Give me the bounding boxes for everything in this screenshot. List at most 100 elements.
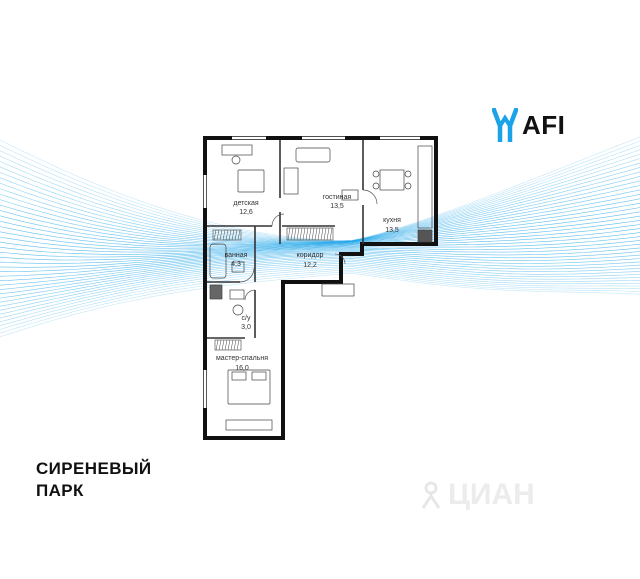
hatch-line <box>213 229 217 241</box>
watermark-text: ЦИАН <box>448 478 535 511</box>
room-name-master: мастер-спальня <box>216 355 268 362</box>
wave-line <box>0 271 640 334</box>
wave-line <box>0 257 640 303</box>
wave-line <box>0 149 640 242</box>
pillow <box>251 371 267 381</box>
wardrobe-hatching <box>213 227 333 351</box>
hatch-line <box>237 229 241 241</box>
fridge <box>417 229 433 243</box>
room-area-su: 3,0 <box>241 324 251 331</box>
wave-line <box>0 267 640 326</box>
wave-line <box>0 207 640 248</box>
hatch-line <box>308 227 312 241</box>
hatch-line <box>222 229 226 241</box>
hatch-line <box>293 227 297 241</box>
hatch-line <box>227 339 231 351</box>
armchair <box>283 167 299 195</box>
hatch-line <box>314 227 318 241</box>
hatch-line <box>231 229 235 241</box>
project-title: СИРЕНЕВЫЙ ПАРК <box>36 458 152 502</box>
hatch-line <box>219 229 223 241</box>
bed-master <box>227 369 271 405</box>
bed-kids <box>237 169 265 193</box>
hatch-line <box>329 227 333 241</box>
room-name-koridor: коридор <box>297 252 324 259</box>
wave-line <box>0 136 640 241</box>
hatch-line <box>233 339 237 351</box>
wave-line <box>0 243 640 272</box>
wave-line <box>0 162 640 242</box>
hatch-line <box>236 339 240 351</box>
hatch-line <box>225 229 229 241</box>
wave-line <box>0 224 640 255</box>
wave-line <box>0 211 640 249</box>
wave-line <box>0 253 640 290</box>
wave-line <box>0 145 640 242</box>
window-frames <box>203 136 420 408</box>
wave-line <box>0 158 640 242</box>
wave-line <box>0 228 640 258</box>
wave-line <box>0 264 640 319</box>
sofa <box>295 147 331 163</box>
watermark-pin-icon <box>421 481 441 509</box>
hatch-line <box>218 339 222 351</box>
room-area-vannaya: 4,3 <box>231 261 241 268</box>
wardrobes <box>212 227 334 351</box>
desk-kids <box>221 144 253 156</box>
wave-line <box>0 252 640 286</box>
hatch-line <box>299 227 303 241</box>
hatch-line <box>234 229 238 241</box>
pillow <box>231 371 247 381</box>
hatch-line <box>323 227 327 241</box>
room-area-master: 16,0 <box>235 365 249 372</box>
hatch-line <box>215 339 219 351</box>
hatch-line <box>296 227 300 241</box>
afi-logo-text: AFI <box>522 109 566 140</box>
room-name-vannaya: ванная <box>225 252 248 259</box>
wave-line <box>0 266 640 323</box>
wave-line <box>0 220 640 253</box>
exterior-walls <box>203 136 438 440</box>
tv-master <box>225 419 273 431</box>
wave-line <box>0 261 640 311</box>
hatch-line <box>290 227 294 241</box>
hatch-line <box>320 227 324 241</box>
wave-line <box>0 269 640 330</box>
dining-table <box>379 169 405 191</box>
room-name-detskaya: детская <box>233 200 258 207</box>
room-name-kuhnya: кухня <box>383 217 401 224</box>
wave-line <box>0 232 640 261</box>
kitchen-counter <box>417 145 433 229</box>
doors <box>239 189 378 301</box>
dining-chair <box>372 170 380 178</box>
wave-line <box>0 255 640 295</box>
wave-line <box>0 240 640 268</box>
wave-line <box>0 236 640 264</box>
hatch-line <box>228 229 232 241</box>
hatch-line <box>305 227 309 241</box>
room-area-detskaya: 12,6 <box>239 209 253 216</box>
hatch-line <box>326 227 330 241</box>
hatch-line <box>302 227 306 241</box>
afi-logo: AFI <box>492 106 565 144</box>
hatch-line <box>230 339 234 351</box>
wave-line <box>0 256 640 299</box>
windows <box>203 136 420 408</box>
wave-line <box>0 153 640 242</box>
hatch-line <box>216 229 220 241</box>
wave-line <box>0 215 640 251</box>
furniture <box>209 144 433 431</box>
project-title-line1: СИРЕНЕВЫЙ <box>36 459 152 478</box>
dining-chair <box>404 170 412 178</box>
hatch-line <box>311 227 315 241</box>
room-name-su: с/у <box>242 315 251 322</box>
tv-unit <box>341 189 359 201</box>
room-area-gostinaya: 13,5 <box>330 203 344 210</box>
project-title-line2: ПАРК <box>36 481 84 500</box>
wave-line <box>0 202 640 247</box>
bathtub <box>209 243 227 279</box>
dining-chair <box>404 182 412 190</box>
afi-logo-mark-icon <box>492 108 518 142</box>
sink-bath <box>231 261 245 273</box>
